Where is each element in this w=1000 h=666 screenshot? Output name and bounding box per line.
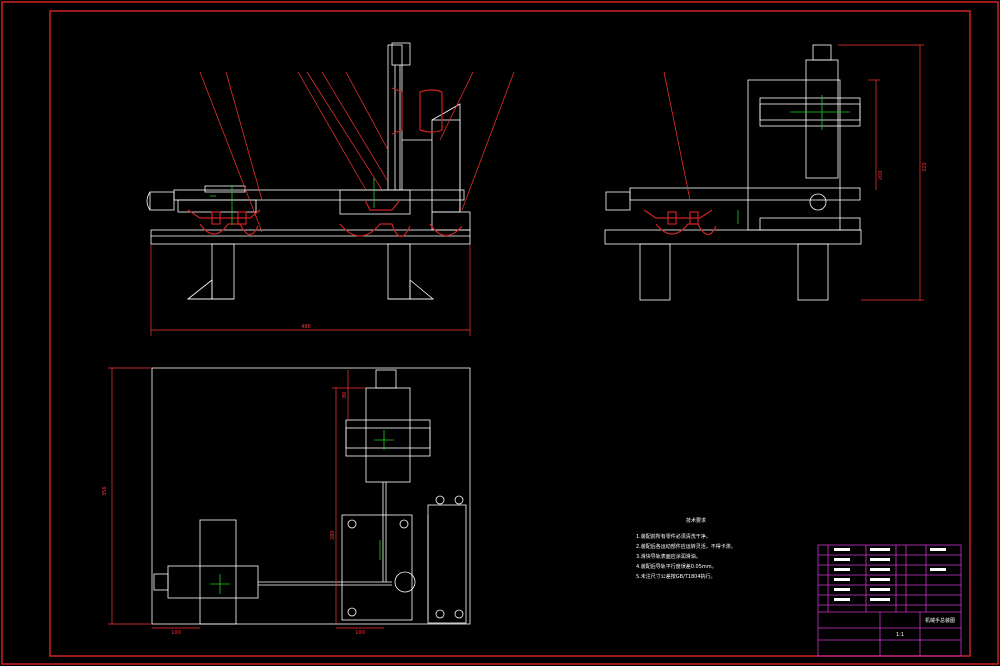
plan-view [151,367,471,625]
technical-notes-title: 技术要求 [686,518,707,524]
side-offset-dim: 200 [878,170,884,180]
technical-note-2: 2.装配后各运动部件应运转灵活，不得卡滞。 [636,544,736,550]
title-block-scale: 1:1 [896,632,904,638]
technical-note-1: 1.装配前所有零件必须清洗干净。 [636,534,711,540]
plan-bottom-right-dim: 100 [355,630,365,636]
front-horizontal-arm [173,189,465,201]
technical-note-3: 3.滑块导轨表面应涂润滑油。 [636,554,701,560]
side-leader-lines [663,44,924,301]
side-centerlines [737,95,850,224]
title-block [817,544,962,657]
side-view-parts [643,209,717,236]
side-height-dim: 320 [922,162,928,172]
plan-height-dim: 356 [102,486,108,496]
front-view-parts [187,87,463,238]
plan-dimensions [108,367,384,629]
side-base-plate [604,229,862,245]
technical-note-4: 4.装配后导轨平行度误差0.05mm。 [636,564,717,570]
side-left-leg [639,243,671,301]
technical-note-5: 5.未注尺寸公差按GB/T1804执行。 [636,574,716,580]
side-view [604,44,862,301]
front-width-dim: 486 [301,324,311,330]
front-left-leg [211,243,235,300]
front-centerlines [210,178,375,225]
plan-left-carriage [199,519,237,625]
plan-base-plate [151,367,471,625]
title-block-entries [834,548,946,601]
front-leader-lines [199,71,515,233]
side-upright-frame [747,79,841,231]
front-dimension [150,244,471,336]
plan-right-frame [427,504,467,624]
front-base-plate [150,229,471,245]
side-right-leg [797,243,829,301]
title-block-name: 机械手总装图 [925,617,955,624]
plan-centerlines [210,430,394,594]
inner-frame [49,10,971,657]
plan-inner-dim: 280 [330,530,336,540]
plan-upper-carriage [365,387,411,483]
plan-top-dim: 80 [342,392,348,398]
plan-bottom-left-dim: 100 [171,630,181,636]
front-view [146,42,471,300]
front-right-leg [387,243,411,300]
